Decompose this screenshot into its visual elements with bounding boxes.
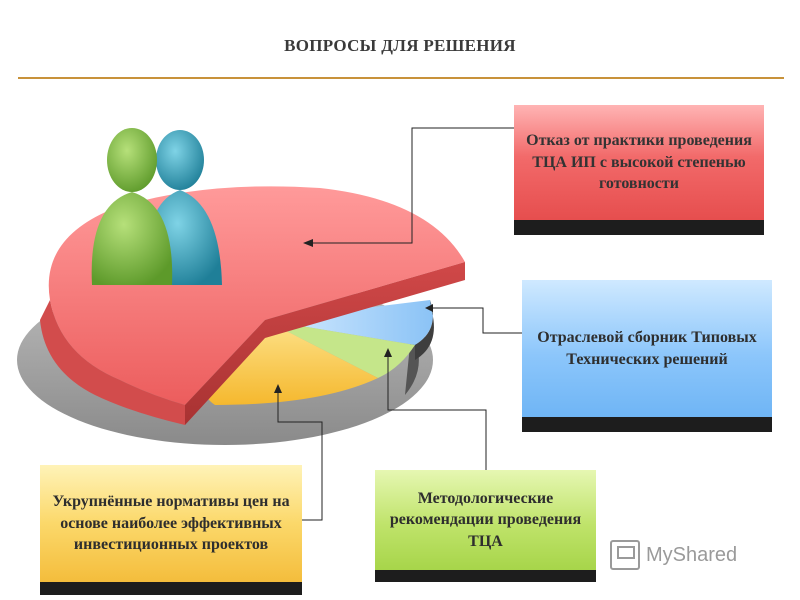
pie-slice-edge bbox=[415, 300, 434, 360]
refusal-box: Отказ от практики проведения ТЦА ИП с вы… bbox=[514, 105, 764, 235]
norms-text: Укрупнённые нормативы цен на основе наиб… bbox=[52, 493, 290, 554]
title-divider bbox=[18, 77, 784, 79]
norms-box: Укрупнённые нормативы цен на основе наиб… bbox=[40, 465, 302, 595]
method-text: Методологические рекомендации проведения… bbox=[389, 489, 582, 550]
catalog-text: Отраслевой сборник Типовых Технических р… bbox=[537, 328, 757, 368]
pie-slice-green bbox=[265, 320, 415, 378]
page-title: ВОПРОСЫ ДЛЯ РЕШЕНИЯ bbox=[284, 36, 516, 55]
connector-arrows bbox=[274, 239, 433, 393]
pie-slice-red-side bbox=[185, 262, 465, 425]
catalog-box: Отраслевой сборник Типовых Технических р… bbox=[522, 280, 772, 432]
watermark-text: MyShared bbox=[646, 543, 738, 566]
watermark: MyShared bbox=[610, 540, 737, 570]
pie-slice-blue bbox=[265, 300, 433, 345]
monitor-icon bbox=[610, 540, 640, 570]
pie-slice-red-front bbox=[40, 300, 185, 425]
connectors bbox=[277, 127, 522, 521]
method-box: Методологические рекомендации проведения… bbox=[375, 470, 596, 582]
people-icon bbox=[91, 128, 222, 285]
refusal-text: Отказ от практики проведения ТЦА ИП с вы… bbox=[526, 132, 752, 193]
